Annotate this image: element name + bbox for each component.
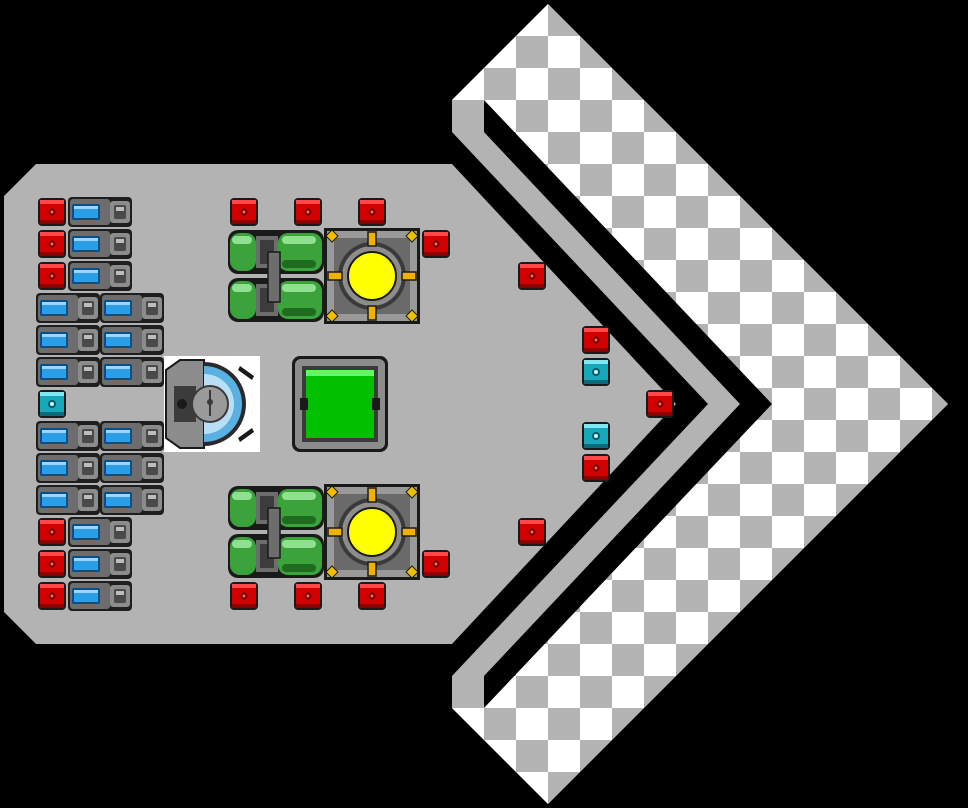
battery-cell-icon bbox=[68, 229, 132, 259]
red-armor-block-icon bbox=[646, 390, 674, 418]
red-armor-block-icon bbox=[38, 262, 66, 290]
lower-engine-module bbox=[228, 483, 421, 581]
battery-cell-icon bbox=[36, 325, 100, 355]
battery-cell-icon bbox=[36, 357, 100, 387]
red-armor-block-icon bbox=[582, 326, 610, 354]
red-armor-block-icon bbox=[358, 582, 386, 610]
battery-cell-icon bbox=[68, 517, 132, 547]
red-armor-block-icon bbox=[422, 550, 450, 578]
reactor-core-icon[interactable] bbox=[323, 483, 421, 581]
battery-cell-icon bbox=[36, 293, 100, 323]
battery-cell-icon bbox=[68, 549, 132, 579]
cyan-sensor-block-icon bbox=[582, 422, 610, 450]
red-armor-block-icon bbox=[230, 198, 258, 226]
red-armor-block-icon bbox=[38, 198, 66, 226]
red-armor-block-icon bbox=[422, 230, 450, 258]
battery-cell-icon bbox=[100, 357, 164, 387]
battery-cell-icon bbox=[36, 453, 100, 483]
red-armor-block-icon bbox=[518, 262, 546, 290]
battery-cell-icon bbox=[36, 421, 100, 451]
red-armor-block-icon bbox=[230, 582, 258, 610]
command-screen-icon[interactable] bbox=[292, 356, 388, 452]
battery-cell-icon bbox=[100, 293, 164, 323]
cyan-sensor-block-icon bbox=[38, 390, 66, 418]
red-armor-block-icon bbox=[38, 550, 66, 578]
red-armor-block-icon bbox=[582, 454, 610, 482]
battery-cell-icon bbox=[100, 453, 164, 483]
red-armor-block-icon bbox=[38, 582, 66, 610]
cyan-sensor-block-icon bbox=[582, 358, 610, 386]
cockpit-icon[interactable] bbox=[164, 356, 260, 452]
red-armor-block-icon bbox=[294, 198, 322, 226]
red-armor-block-icon bbox=[38, 518, 66, 546]
battery-cell-icon bbox=[100, 421, 164, 451]
battery-cell-icon bbox=[68, 261, 132, 291]
battery-cell-icon bbox=[68, 581, 132, 611]
red-armor-block-icon bbox=[518, 518, 546, 546]
battery-cell-icon bbox=[100, 485, 164, 515]
upper-engine-module bbox=[228, 227, 421, 325]
red-armor-block-icon bbox=[358, 198, 386, 226]
battery-cell-icon bbox=[100, 325, 164, 355]
battery-cell-icon bbox=[36, 485, 100, 515]
red-armor-block-icon bbox=[38, 230, 66, 258]
battery-cell-icon bbox=[68, 197, 132, 227]
hull-black-stripe bbox=[484, 100, 772, 708]
reactor-core-icon[interactable] bbox=[323, 227, 421, 325]
hull-inner-stripe bbox=[452, 132, 708, 676]
red-armor-block-icon bbox=[294, 582, 322, 610]
